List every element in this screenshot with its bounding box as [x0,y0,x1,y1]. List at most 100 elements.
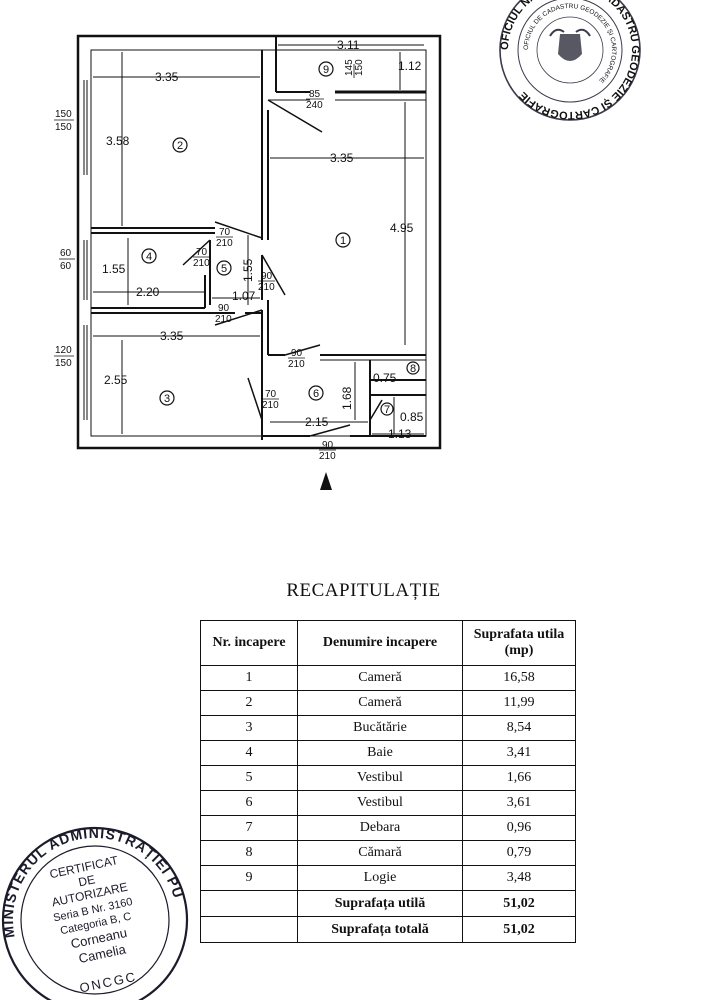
dim-room9-door-bottom: 150 [354,59,365,76]
dim-balcony-door-bottom: 240 [306,100,323,111]
dim-room7-height: 0.85 [400,410,424,424]
room-number-8: 8 [410,363,416,375]
dim-door-70c-top: 70 [265,389,277,400]
room-number-4: 4 [146,251,152,263]
total-label: Suprafața totală [297,916,463,943]
room-nr-cell: 8 [200,840,298,866]
dim-balcony-door-top: 85 [309,89,321,100]
room-name-cell: Cameră [297,665,463,691]
room-nr-cell: 6 [200,790,298,816]
room-area-cell: 0,96 [462,815,576,841]
room-name-cell: Bucătărie [297,715,463,741]
room-number-6: 6 [313,388,319,400]
dim-room5-width: 1.07 [232,289,256,303]
room-number-2: 2 [177,140,183,152]
inner-wall-line [90,49,427,437]
dim-door-90a-bottom: 210 [258,282,275,293]
coat-of-arms-icon [558,34,582,61]
dim-room4-height: 1.55 [102,262,126,276]
room-nr-cell: 9 [200,865,298,891]
dim-room7-width: 1.13 [388,427,412,441]
dim-room5-height: 1.55 [241,258,255,282]
dim-room2-height: 3.58 [106,134,130,148]
dim-entry-door-top: 90 [322,440,334,451]
room-area-cell: 8,54 [462,715,576,741]
dim-door-70a-top: 70 [219,227,231,238]
dim-window-mid-left-top: 60 [60,248,72,259]
room-name-cell: Cameră [297,690,463,716]
useful-empty-cell [200,890,298,917]
dim-door-90a-top: 90 [261,271,273,282]
dim-room3-height: 2.55 [104,373,128,387]
room-name-cell: Cămară [297,840,463,866]
dim-door-70b-top: 70 [196,247,208,258]
room-area-cell: 1,66 [462,765,576,791]
dim-room4-width: 2.20 [136,285,160,299]
recap-title: RECAPITULAȚIE [286,580,441,601]
room-number-9: 9 [323,64,329,76]
dim-room6-width: 2.15 [305,415,329,429]
room-nr-cell: 4 [200,740,298,766]
room-number-5: 5 [221,263,227,275]
room-name-cell: Debara [297,815,463,841]
floor-plan: 3.35 3.58 3.11 1.12 3.35 4.95 1.55 2.20 … [54,0,641,490]
room-area-cell: 0,79 [462,840,576,866]
dim-window-low-left-bottom: 150 [55,358,72,369]
dim-room3-width: 3.35 [160,329,184,343]
room-area-cell: 3,48 [462,865,576,891]
room-nr-cell: 7 [200,815,298,841]
room-nr-cell: 2 [200,690,298,716]
room-name-cell: Logie [297,865,463,891]
room-number-3: 3 [164,393,170,405]
dim-room2-width: 3.35 [155,70,179,84]
dim-room9-door-top: 145 [344,59,355,76]
room-nr-cell: 1 [200,665,298,691]
dim-window-top-left-top: 150 [55,109,72,120]
dim-window-top-left-bottom: 150 [55,122,72,133]
room-nr-cell: 3 [200,715,298,741]
header-nr: Nr. incapere [200,620,298,666]
dim-window-low-left-top: 120 [55,345,72,356]
room-area-cell: 3,61 [462,790,576,816]
room-area-cell: 11,99 [462,690,576,716]
dim-door-90b-bottom: 210 [215,314,232,325]
room-nr-cell: 5 [200,765,298,791]
room-name-cell: Vestibul [297,790,463,816]
authorization-stamp: MINISTERUL ADMINISTRAȚIEI PUBLICE CERTIF… [0,800,189,1000]
total-value: 51,02 [462,916,576,943]
dim-room8-width: 0.75 [373,371,397,385]
dim-door-70c-bottom: 210 [262,400,279,411]
outer-wall [76,34,442,450]
entrance-arrow-icon [320,472,332,490]
dim-door-90b-top: 90 [218,303,230,314]
header-area: Suprafata utila (mp) [462,620,576,666]
dim-room9-depth: 1.12 [398,59,422,73]
header-name: Denumire incapere [297,620,463,666]
stamp-line2: DE [77,872,96,889]
dim-entry-door-bottom: 210 [319,451,336,462]
room-number-7: 7 [384,404,390,416]
dim-door-90c-bottom: 210 [288,359,305,370]
dim-door-70a-bottom: 210 [216,238,233,249]
room-area-cell: 3,41 [462,740,576,766]
dim-room1-height: 4.95 [390,221,414,235]
room-area-cell: 16,58 [462,665,576,691]
room-name-cell: Vestibul [297,765,463,791]
useful-label: Suprafața utilă [297,890,463,917]
dim-room6-height: 1.68 [340,386,354,410]
dim-room1-width: 3.35 [330,151,354,165]
dim-door-90c-top: 90 [291,348,303,359]
dim-room9-width: 3.11 [337,38,360,52]
room-name-cell: Baie [297,740,463,766]
room-number-1: 1 [340,235,346,247]
